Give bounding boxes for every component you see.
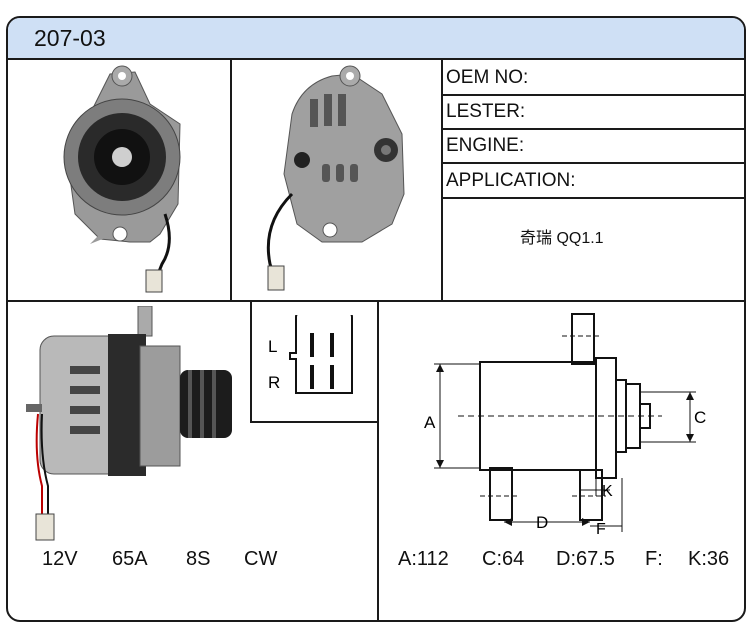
oem-no-label: OEM NO: bbox=[446, 67, 529, 88]
divider-vertical-top-left bbox=[230, 60, 232, 300]
application-value: 奇瑞 QQ1.1 bbox=[520, 230, 604, 247]
connector-terminal-l: L bbox=[268, 337, 277, 356]
dimension-c: C:64 bbox=[482, 548, 525, 570]
lester-label: LESTER: bbox=[446, 101, 526, 122]
info-row-line-2 bbox=[441, 128, 744, 130]
dim-label-c: C bbox=[694, 408, 706, 427]
spec-rotation: CW bbox=[244, 548, 278, 570]
divider-vertical-top-right bbox=[441, 60, 443, 300]
spec-voltage: 12V bbox=[42, 548, 78, 570]
divider-vertical-bottom bbox=[377, 300, 379, 620]
dimension-f: F: bbox=[645, 548, 663, 570]
header-bar: 207-03 bbox=[8, 18, 744, 60]
connector-box-left bbox=[250, 300, 252, 422]
dimension-drawing: A C D F K bbox=[424, 313, 706, 538]
dimension-d: D:67.5 bbox=[556, 548, 615, 570]
divider-horizontal-middle bbox=[8, 300, 744, 302]
info-row-line-3 bbox=[441, 162, 744, 164]
engine-label: ENGINE: bbox=[446, 135, 525, 156]
connector-terminal-r: R bbox=[268, 373, 280, 392]
dimension-k: K:36 bbox=[688, 548, 730, 570]
alternator-side-view bbox=[26, 306, 232, 541]
spec-grooves: 8S bbox=[186, 548, 211, 570]
connector-box-bottom bbox=[250, 421, 379, 423]
part-number: 207-03 bbox=[34, 25, 106, 51]
info-row-line-1 bbox=[441, 94, 744, 96]
dimension-a: A:112 bbox=[398, 548, 449, 570]
dim-label-a: A bbox=[424, 413, 436, 432]
dim-label-k: K bbox=[602, 483, 613, 500]
dim-label-d: D bbox=[536, 513, 548, 532]
alternator-rear-view bbox=[266, 65, 405, 291]
info-row-line-4 bbox=[441, 197, 744, 199]
dim-label-f: F bbox=[596, 521, 606, 538]
application-label: APPLICATION: bbox=[446, 170, 576, 191]
connector-diagram: L R bbox=[268, 315, 353, 394]
spec-current: 65A bbox=[112, 548, 148, 570]
alternator-front-view bbox=[63, 65, 181, 293]
